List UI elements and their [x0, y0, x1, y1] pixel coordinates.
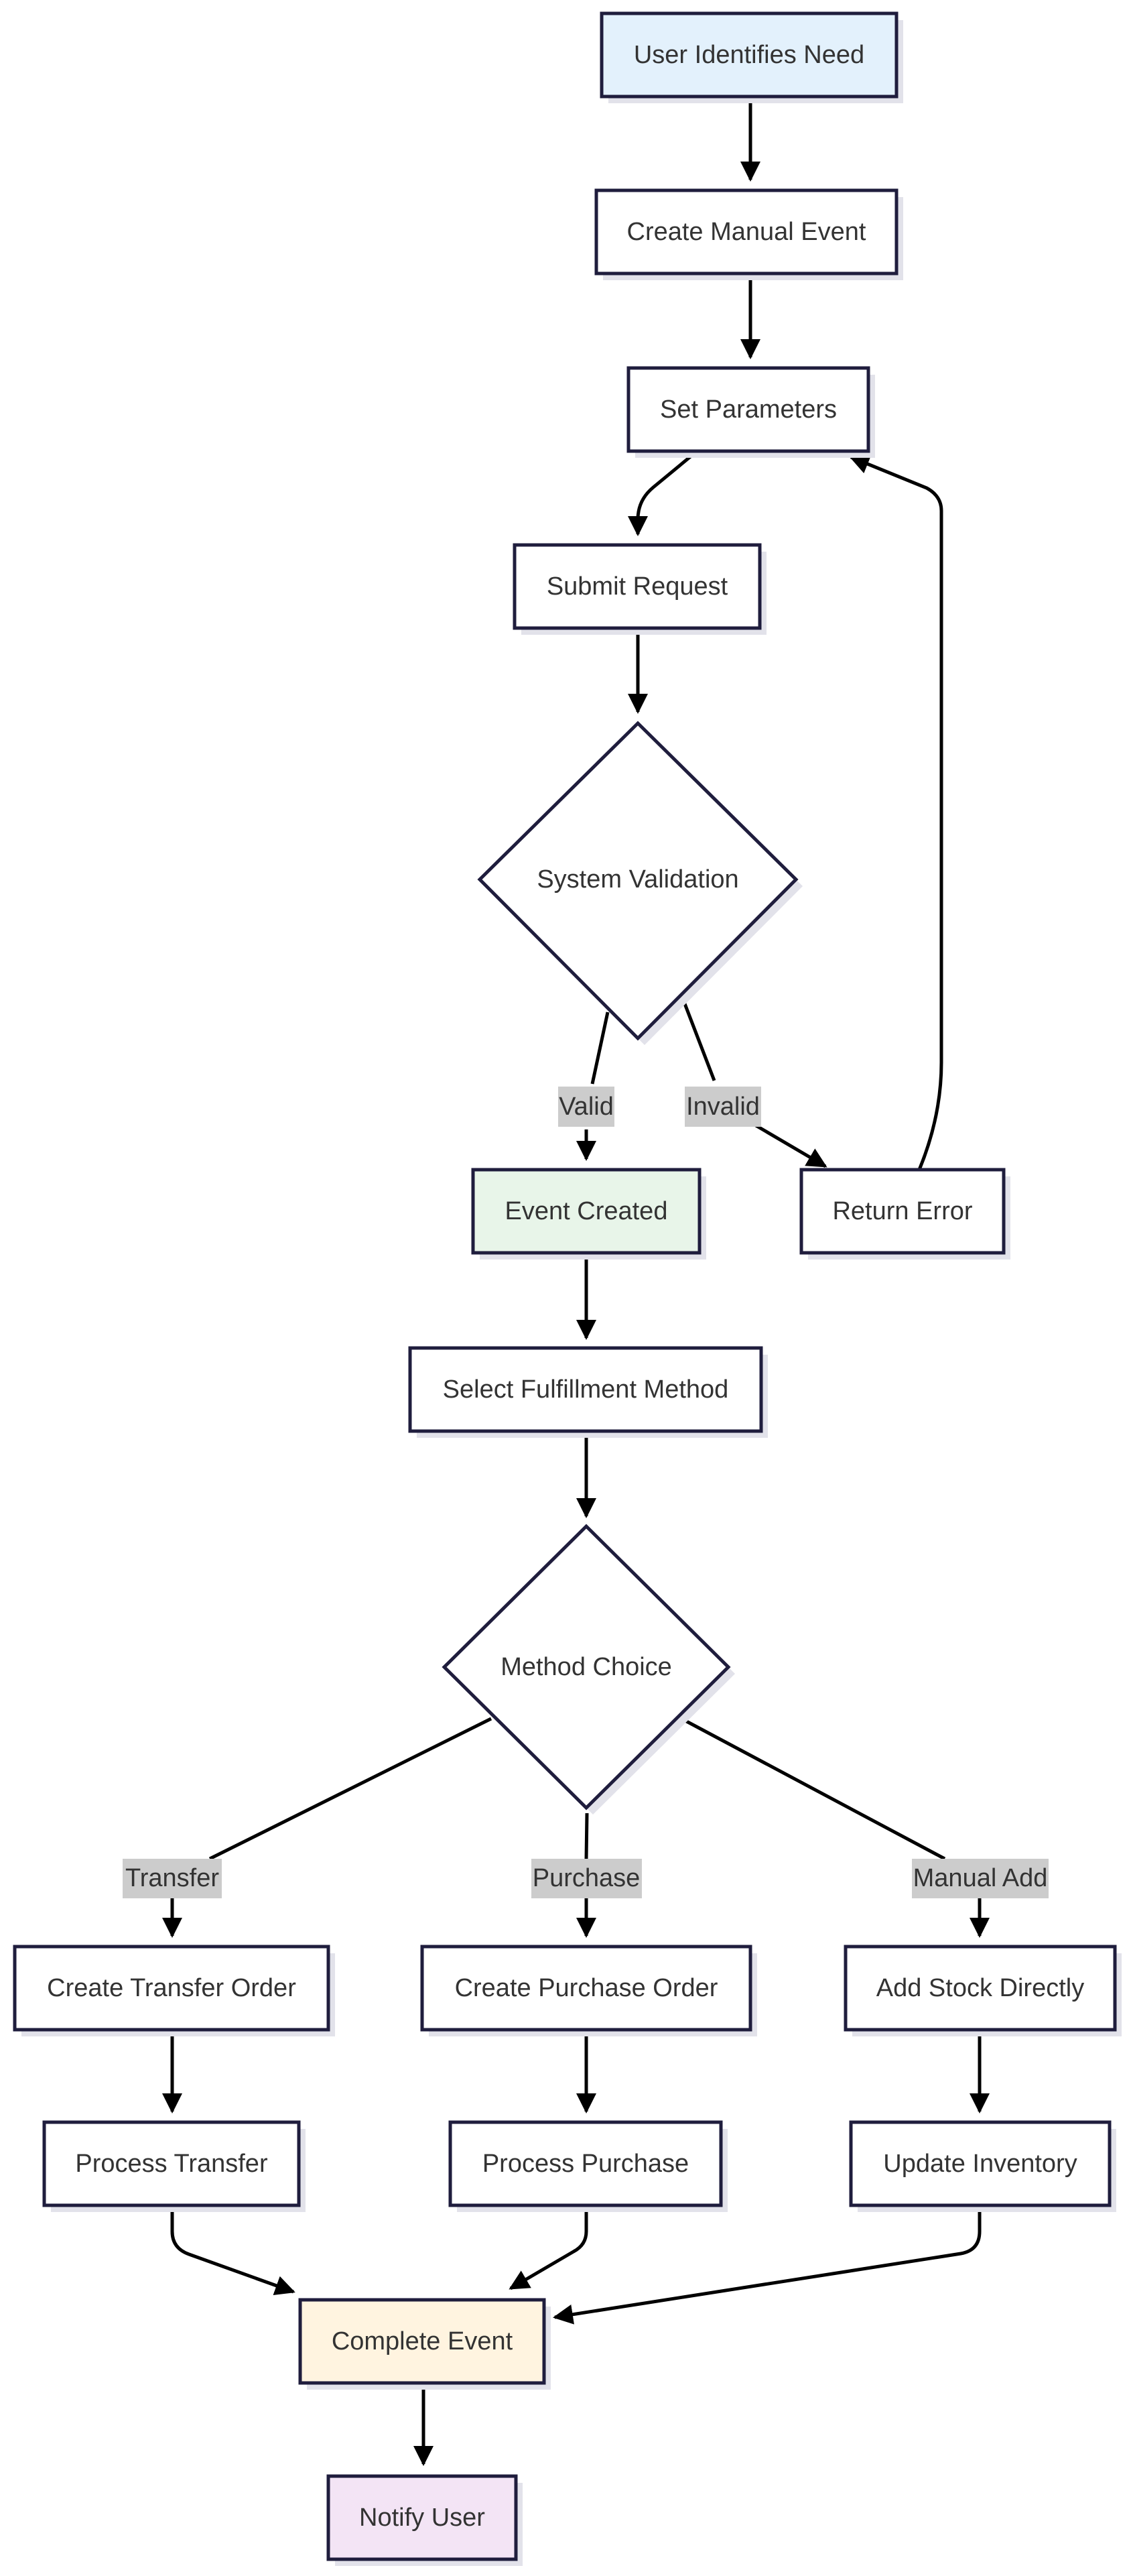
svg-text:Update Inventory: Update Inventory [883, 2150, 1077, 2178]
svg-text:Select Fulfillment Method: Select Fulfillment Method [443, 1375, 729, 1404]
node-select-fulfillment-method[interactable]: Select Fulfillment Method [408, 1346, 768, 1438]
node-create-purchase-order[interactable]: Create Purchase Order [420, 1945, 757, 2036]
svg-text:System Validation: System Validation [537, 865, 738, 894]
svg-text:Method Choice: Method Choice [501, 1653, 672, 1681]
node-event-created[interactable]: Event Created [471, 1168, 706, 1260]
edge-validation-to-return-error [680, 996, 825, 1166]
svg-text:Process Purchase: Process Purchase [482, 2150, 689, 2178]
svg-text:Invalid: Invalid [686, 1093, 760, 1121]
node-layer: User Identifies Need Create Manual Event… [13, 11, 1122, 2566]
svg-text:Create Transfer Order: Create Transfer Order [47, 1974, 296, 2002]
svg-text:Complete Event: Complete Event [332, 2327, 513, 2355]
edge-label-purchase: Purchase [531, 1859, 642, 1898]
svg-text:Create Manual Event: Create Manual Event [627, 218, 866, 246]
svg-text:Process Transfer: Process Transfer [75, 2150, 268, 2178]
node-set-parameters[interactable]: Set Parameters [626, 366, 875, 458]
node-user-identifies-need[interactable]: User Identifies Need [600, 11, 903, 103]
edge-label-manual-add: Manual Add [912, 1859, 1049, 1898]
svg-text:Add Stock Directly: Add Stock Directly [876, 1974, 1084, 2002]
node-return-error[interactable]: Return Error [799, 1168, 1010, 1260]
edge-set-params-to-submit [628, 451, 697, 536]
node-update-inventory[interactable]: Update Inventory [849, 2120, 1116, 2212]
edge-choice-to-purchase-order [586, 1813, 587, 1936]
svg-text:Return Error: Return Error [832, 1197, 972, 1225]
svg-text:Purchase: Purchase [533, 1864, 641, 1892]
edge-update-inventory-to-complete [553, 2204, 982, 2325]
svg-text:Valid: Valid [559, 1093, 614, 1121]
svg-text:Event Created: Event Created [505, 1197, 668, 1225]
node-method-choice[interactable]: Method Choice [442, 1524, 735, 1815]
svg-text:Notify User: Notify User [359, 2504, 485, 2532]
svg-text:User Identifies Need: User Identifies Need [634, 41, 864, 69]
node-notify-user[interactable]: Notify User [326, 2474, 523, 2566]
edge-return-error-to-set-params [849, 454, 943, 1170]
svg-text:Submit Request: Submit Request [547, 572, 728, 601]
edge-layer [170, 98, 982, 2466]
node-create-manual-event[interactable]: Create Manual Event [594, 188, 903, 280]
edge-label-invalid: Invalid [685, 1087, 761, 1127]
edge-choice-to-transfer-order [172, 1717, 492, 1936]
node-create-transfer-order[interactable]: Create Transfer Order [13, 1945, 335, 2036]
node-complete-event[interactable]: Complete Event [298, 2298, 551, 2390]
node-submit-request[interactable]: Submit Request [513, 543, 767, 635]
edge-label-valid: Valid [558, 1087, 614, 1127]
node-add-stock-directly[interactable]: Add Stock Directly [844, 1945, 1122, 2036]
node-process-purchase[interactable]: Process Purchase [448, 2120, 728, 2212]
svg-text:Create Purchase Order: Create Purchase Order [455, 1974, 718, 2002]
svg-text:Manual Add: Manual Add [913, 1864, 1048, 1892]
edge-label-layer: Valid Invalid Transfer Purchase Manual A… [123, 1087, 1049, 1898]
edge-process-transfer-to-complete [170, 2204, 295, 2295]
svg-text:Transfer: Transfer [125, 1864, 219, 1892]
edge-process-purchase-to-complete [509, 2204, 588, 2290]
edge-validation-to-event-created [586, 1011, 610, 1159]
node-system-validation[interactable]: System Validation [477, 721, 803, 1045]
node-process-transfer[interactable]: Process Transfer [42, 2120, 306, 2212]
svg-text:Set Parameters: Set Parameters [660, 395, 837, 424]
edge-label-transfer: Transfer [123, 1859, 222, 1898]
edge-choice-to-manual-add [681, 1717, 980, 1936]
